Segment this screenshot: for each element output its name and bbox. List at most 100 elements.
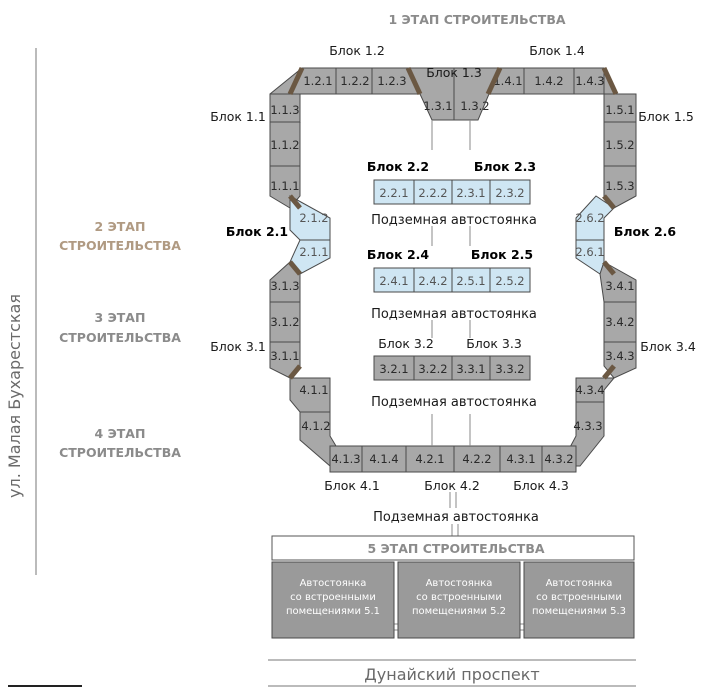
divider	[288, 260, 302, 276]
section-1-4-2	[523, 67, 575, 95]
stage3-label-line1: 3 ЭТАП	[95, 310, 146, 325]
block-labels: Блок 1.2 Блок 1.3 Блок 1.4 Блок 1.1 Блок…	[210, 43, 696, 493]
parking-5-3-line2: со встроенными	[536, 592, 622, 603]
block-2-4-label: Блок 2.4	[367, 247, 430, 262]
label-3-4-3: 3.4.3	[605, 349, 634, 363]
parking-5-1-line3: помещениями 5.1	[286, 606, 380, 617]
section-2-5-1	[451, 267, 491, 293]
label-3-1-3: 3.1.3	[270, 279, 299, 293]
label-3-3-2: 3.3.2	[495, 362, 524, 376]
section-4-2-2	[453, 445, 501, 473]
stage2-label-line1: 2 ЭТАП	[95, 219, 146, 234]
stage2-label-line2: СТРОИТЕЛЬСТВА	[59, 238, 181, 253]
label-3-2-1: 3.2.1	[379, 362, 408, 376]
parking-label-1: Подземная автостоянка	[371, 213, 537, 228]
label-1-3-1: 1.3.1	[423, 99, 452, 113]
label-3-4-1: 3.4.1	[605, 279, 634, 293]
label-4-2-2: 4.2.2	[462, 452, 491, 466]
row-2-2-2-3: 2.2.1 2.2.2 2.3.1 2.3.2	[373, 179, 531, 205]
parking-5-2-line3: помещениями 5.2	[412, 606, 506, 617]
section-1-3-2	[453, 67, 501, 121]
label-4-2-1: 4.2.1	[415, 452, 444, 466]
section-2-2-1	[373, 179, 415, 205]
label-4-3-1: 4.3.1	[506, 452, 535, 466]
label-2-6-1: 2.6.1	[575, 245, 604, 259]
section-4-3-2	[541, 445, 577, 473]
label-1-1-1: 1.1.1	[270, 179, 299, 193]
block-2-6-label: Блок 2.6	[614, 224, 677, 239]
label-2-1-1: 2.1.1	[299, 245, 328, 259]
label-2-3-2: 2.3.2	[495, 186, 524, 200]
label-2-4-1: 2.4.1	[379, 274, 408, 288]
label-4-1-1: 4.1.1	[299, 383, 328, 397]
label-1-2-3: 1.2.3	[377, 74, 406, 88]
label-3-4-2: 3.4.2	[605, 315, 634, 329]
block-1-2-label: Блок 1.2	[329, 43, 385, 58]
label-1-5-3: 1.5.3	[605, 179, 634, 193]
block-4-2-label: Блок 4.2	[424, 478, 480, 493]
parking-label-3: Подземная автостоянка	[371, 395, 537, 410]
divider	[288, 364, 302, 380]
parking-5-3-line1: Автостоянка	[546, 578, 613, 589]
section-1-2-2	[335, 67, 373, 95]
bottom-street-label: Дунайский проспект	[364, 665, 539, 684]
block-2-5-label: Блок 2.5	[471, 247, 533, 262]
label-4-3-3: 4.3.3	[573, 419, 602, 433]
parking-5-2-line1: Автостоянка	[426, 578, 493, 589]
stage5-label: 5 ЭТАП СТРОИТЕЛЬСТВА	[367, 541, 544, 556]
block-3-1-label: Блок 3.1	[210, 339, 266, 354]
parking-box-5-2	[397, 561, 521, 639]
label-2-5-1: 2.5.1	[456, 274, 485, 288]
stage5-header	[271, 535, 635, 561]
right-column: 1.5.1 1.5.2 1.5.3 2.6.2 2.6.1 3.4.1 3.4.…	[559, 67, 637, 467]
divider	[602, 260, 616, 276]
connector-lines	[431, 120, 471, 536]
divider	[287, 66, 305, 96]
label-4-1-3: 4.1.3	[331, 452, 360, 466]
section-1-1-2	[269, 121, 301, 167]
label-2-4-2: 2.4.2	[418, 274, 447, 288]
parking-5-3-line3: помещениями 5.3	[532, 606, 626, 617]
section-2-3-2	[489, 179, 531, 205]
block-2-1-label: Блок 2.1	[226, 224, 288, 239]
label-1-2-2: 1.2.2	[340, 74, 369, 88]
label-2-3-1: 2.3.1	[456, 186, 485, 200]
label-3-1-2: 3.1.2	[270, 315, 299, 329]
stage3-label-line2: СТРОИТЕЛЬСТВА	[59, 330, 181, 345]
divider	[601, 66, 619, 96]
block-2-2-label: Блок 2.2	[367, 159, 429, 174]
section-1-5-2	[603, 121, 637, 167]
parking-5-2-line2: со встроенными	[416, 592, 502, 603]
section-2-5-2	[489, 267, 531, 293]
label-1-5-2: 1.5.2	[605, 138, 634, 152]
section-4-1-4	[361, 445, 407, 473]
label-2-6-2: 2.6.2	[575, 211, 604, 225]
left-column: 1.1.3 1.1.2 1.1.1 2.1.2 2.1.1 3.1.3 3.1.…	[269, 67, 349, 467]
section-1-5-3	[603, 165, 637, 209]
label-1-4-1: 1.4.1	[493, 74, 522, 88]
block-dividers	[287, 66, 619, 380]
label-1-1-2: 1.1.2	[270, 138, 299, 152]
divider	[485, 66, 503, 96]
parking-box-5-3	[523, 561, 635, 639]
divider	[405, 66, 423, 96]
divider	[602, 194, 616, 210]
label-1-1-3: 1.1.3	[270, 103, 299, 117]
section-3-3-1	[451, 355, 491, 381]
label-1-2-1: 1.2.1	[303, 74, 332, 88]
section-4-2-1	[405, 445, 455, 473]
parking-box-5-1	[271, 561, 395, 639]
divider	[288, 194, 302, 210]
parking-5-1-line1: Автостоянка	[300, 578, 367, 589]
parking-5-1-line2: со встроенными	[290, 592, 376, 603]
label-1-3-2: 1.3.2	[460, 99, 489, 113]
section-2-4-1	[373, 267, 415, 293]
stage4-label-line1: 4 ЭТАП	[95, 426, 146, 441]
block-1-3-label: Блок 1.3	[426, 65, 482, 80]
bottom-row: 4.1.3 4.1.4 4.2.1 4.2.2 4.3.1 4.3.2	[329, 445, 577, 473]
row-3-2-3-3: 3.2.1 3.2.2 3.3.1 3.3.2	[373, 355, 531, 381]
section-2-1-1	[289, 239, 331, 275]
label-3-2-2: 3.2.2	[418, 362, 447, 376]
block-2-3-label: Блок 2.3	[474, 159, 536, 174]
block-3-3-label: Блок 3.3	[466, 336, 522, 351]
